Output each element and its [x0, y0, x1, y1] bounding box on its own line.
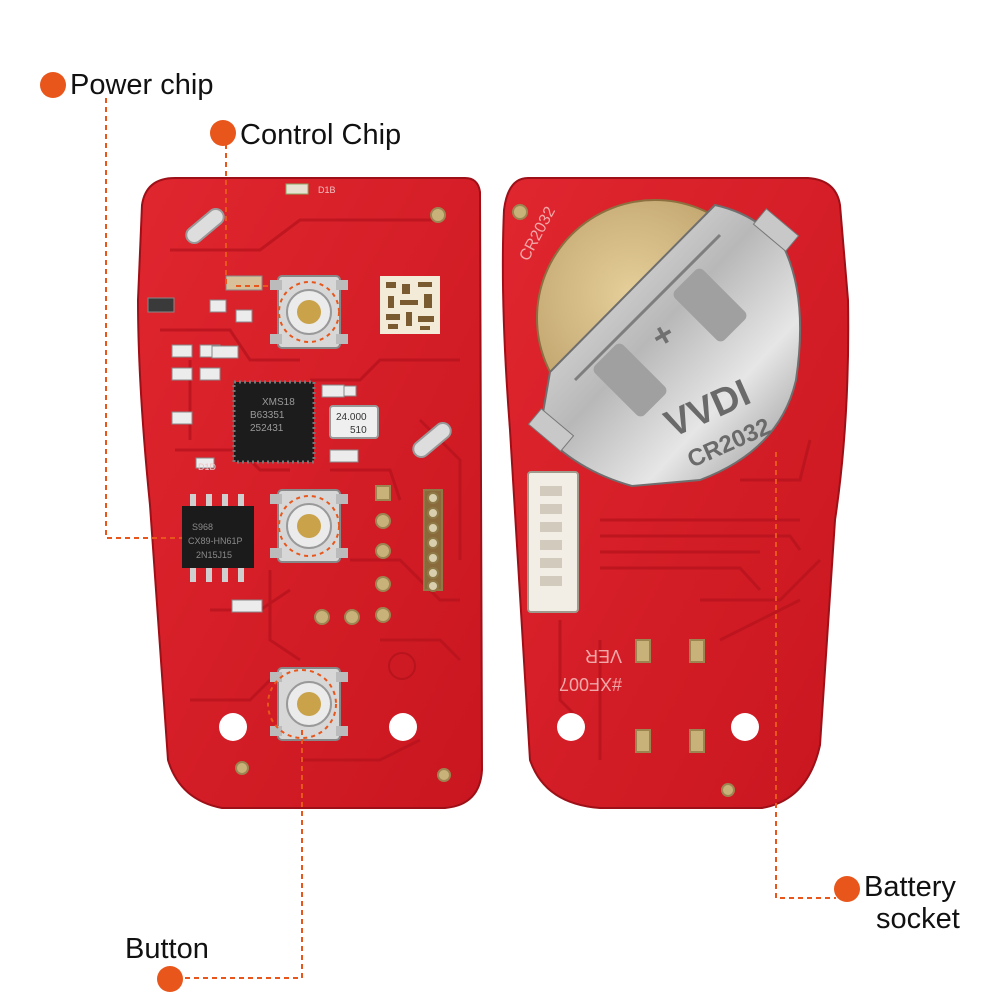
crystal-marking-freq: 24.000 — [336, 412, 367, 423]
power-ic-marking-line3: 2N15J15 — [196, 550, 232, 560]
front-pcb: D1B — [136, 177, 484, 809]
highlight-button-top — [278, 281, 340, 343]
highlight-button-middle — [278, 495, 340, 557]
power-chip-callout-dot — [40, 72, 66, 98]
button-label: Button — [125, 933, 209, 965]
power-chip-ic: S968 CX89-HN61P 2N15J15 — [182, 494, 254, 582]
callout-highlights — [267, 281, 340, 739]
mount-hole-back-left — [557, 713, 585, 741]
via-pad-top-right — [430, 207, 446, 223]
control-chip-label: Control Chip — [240, 119, 402, 151]
back-pcb: CR2032 + VVDI CR2032 — [501, 177, 850, 809]
battery-holder: + VVDI CR2032 — [527, 203, 802, 488]
control-chip-callout-dot — [210, 120, 236, 146]
board-version-text: VER — [585, 646, 622, 666]
oblong-pad-mid — [412, 422, 452, 458]
button-leader — [184, 730, 303, 979]
callout-leaders — [105, 98, 836, 979]
battery-label-line1: Battery — [864, 871, 956, 903]
pin-header-front — [423, 489, 443, 592]
power-chip-label: Power chip — [70, 69, 214, 101]
power-ic-marking-line1: S968 — [192, 522, 213, 532]
crystal-oscillator: 24.000 510 — [329, 405, 379, 439]
board-logo-mark — [388, 652, 416, 680]
tact-button-top — [270, 275, 348, 349]
mcu-marking-line3: 252431 — [250, 423, 284, 434]
test-pads-back — [635, 639, 735, 797]
silk-d1b: D1B — [318, 185, 336, 195]
silk-d1d: D1D — [198, 462, 217, 472]
tact-button-middle — [270, 489, 348, 563]
mount-hole-back-right — [731, 713, 759, 741]
power-ic-marking-line2: CX89-HN61P — [188, 536, 243, 546]
highlight-button-bottom — [267, 669, 337, 739]
test-pads-front — [235, 485, 451, 782]
battery-callout-dot — [834, 876, 860, 902]
mount-hole-right — [389, 713, 417, 741]
tact-button-bottom — [270, 667, 348, 741]
oblong-pad-top — [185, 208, 225, 244]
crystal-marking-code: 510 — [350, 425, 367, 436]
mount-hole-left — [219, 713, 247, 741]
white-connector — [527, 471, 579, 613]
board-code-text: #XF007 — [559, 674, 622, 694]
control-chip-mcu: XMS18 B63351 252431 — [232, 380, 316, 464]
button-callout-dot — [157, 966, 183, 992]
via-pad-back-top — [512, 204, 528, 220]
battery-label-line2: socket — [876, 903, 960, 935]
power-chip-leader — [105, 98, 182, 539]
mcu-marking-line2: B63351 — [250, 410, 285, 421]
battery-leader — [775, 452, 836, 899]
mcu-marking-line1: XMS18 — [262, 397, 295, 408]
